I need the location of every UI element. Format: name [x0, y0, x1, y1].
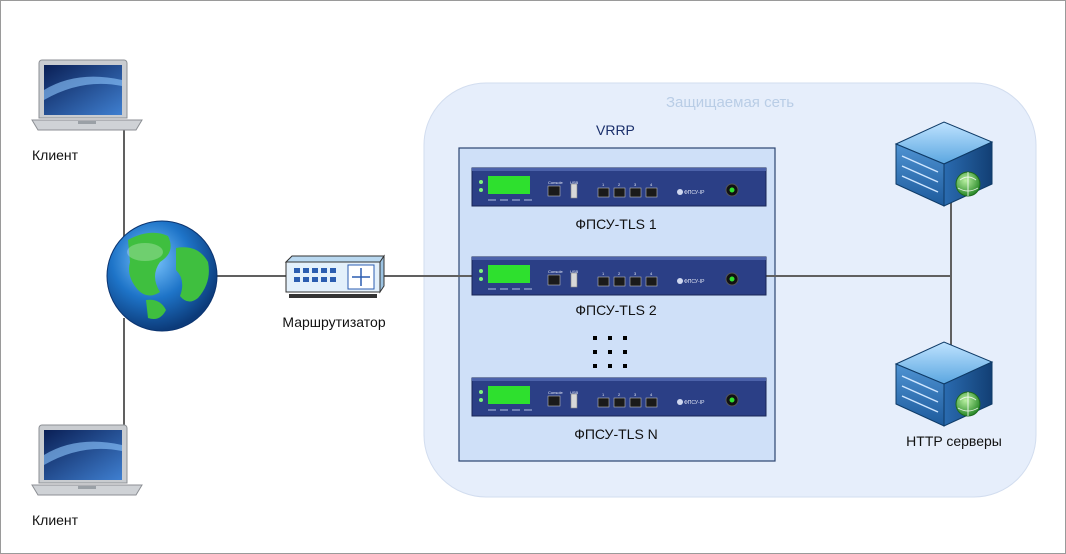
globe-icon: [106, 220, 218, 332]
router-icon: [284, 254, 385, 298]
port-number: 4: [650, 271, 653, 276]
port-number: 3: [634, 392, 637, 397]
connection-lines: [123, 130, 952, 428]
port-number: 1: [602, 271, 605, 276]
port-number: 3: [634, 271, 637, 276]
fpsu-device-1-text: Console USB 1 2 3 4 ФПСУ-IP: [548, 180, 705, 196]
client-bottom-label: Клиент: [32, 512, 79, 528]
usb-label: USB: [570, 180, 579, 185]
port-number: 4: [650, 182, 653, 187]
brand-label: ФПСУ-IP: [684, 400, 705, 406]
console-label: Console: [548, 180, 563, 185]
port-number: 2: [618, 182, 621, 187]
fpsu-n-label: ФПСУ-TLS N: [574, 426, 658, 442]
port-number: 1: [602, 392, 605, 397]
protected-network-label: Защищаемая сеть: [666, 94, 795, 111]
console-label: Console: [548, 269, 563, 274]
router-label: Маршрутизатор: [282, 314, 386, 330]
brand-label: ФПСУ-IP: [684, 190, 705, 196]
port-number: 2: [618, 392, 621, 397]
port-number: 4: [650, 392, 653, 397]
fpsu-1-label: ФПСУ-TLS 1: [575, 216, 657, 232]
laptop-icon: [31, 424, 143, 496]
ellipsis-dots-icon: [593, 336, 627, 368]
fpsu-device-2: [471, 256, 767, 296]
vrrp-label: VRRP: [596, 122, 635, 138]
brand-label: ФПСУ-IP: [684, 279, 705, 285]
client-top-label: Клиент: [32, 147, 79, 163]
fpsu-device-1: [471, 167, 767, 207]
server-icon: [894, 121, 994, 207]
console-label: Console: [548, 390, 563, 395]
fpsu-device-2-text: Console USB 1 2 3 4 ФПСУ-IP: [548, 269, 705, 285]
port-number: 2: [618, 271, 621, 276]
usb-label: USB: [570, 390, 579, 395]
port-number: 3: [634, 182, 637, 187]
http-servers-label: HTTP серверы: [906, 433, 1002, 449]
laptop-icon: [31, 59, 143, 131]
port-number: 1: [602, 182, 605, 187]
fpsu-device-n: [471, 377, 767, 417]
fpsu-device-n-text: Console USB 1 2 3 4 ФПСУ-IP: [548, 390, 705, 406]
fpsu-2-label: ФПСУ-TLS 2: [575, 302, 657, 318]
server-icon: [894, 341, 994, 427]
usb-label: USB: [570, 269, 579, 274]
